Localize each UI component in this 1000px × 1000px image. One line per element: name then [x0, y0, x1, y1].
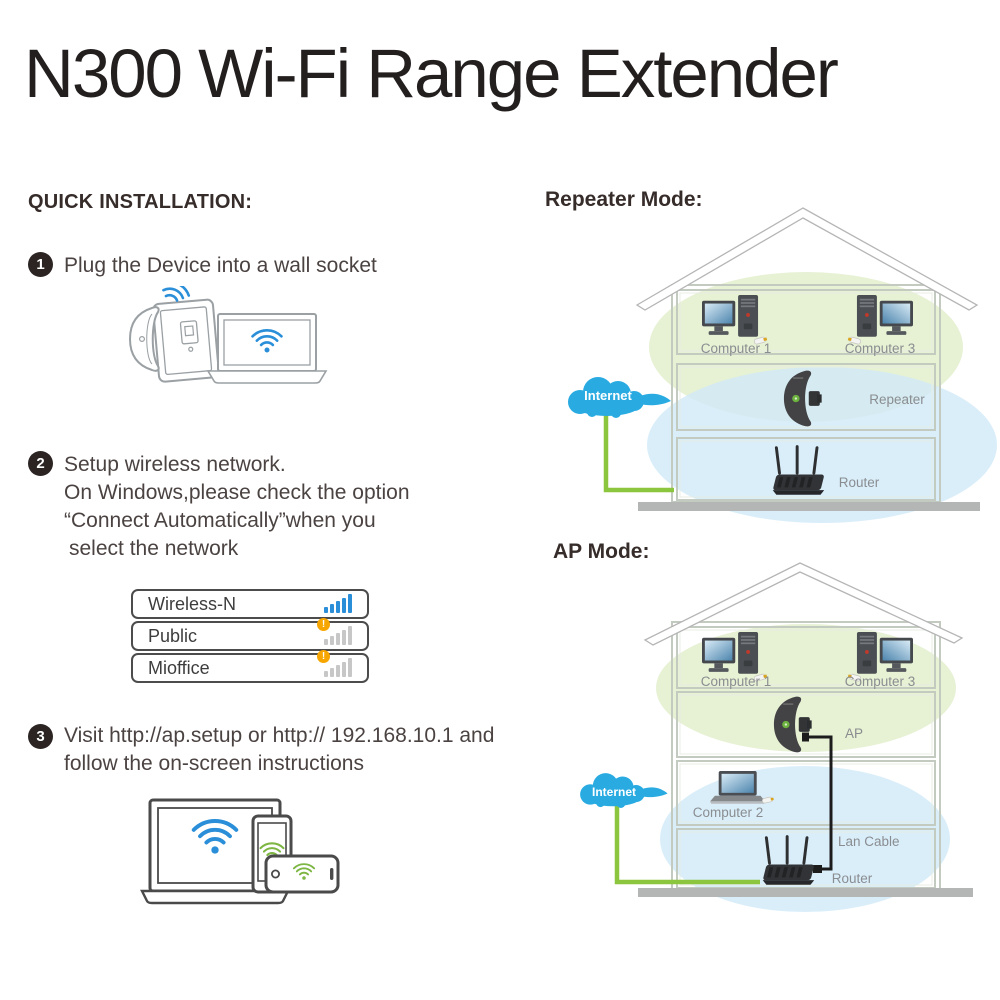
repeater-mode-heading: Repeater Mode:: [545, 188, 703, 211]
step-2-badge: 2: [28, 451, 53, 476]
house-structure: [671, 621, 941, 890]
step-3-line-2: follow the on-screen instructions: [64, 752, 364, 775]
step-2-line-2: On Windows,please check the option: [64, 481, 410, 504]
alert-icon: !: [317, 650, 330, 663]
roof: [643, 562, 964, 646]
signal-strength-icon: [324, 594, 354, 613]
repeater-mode-diagram: Internet Computer 1 Computer 3 Repeater …: [568, 207, 997, 523]
computer2-label: Computer 2: [693, 805, 764, 820]
ap-label: AP: [845, 726, 863, 741]
step-3-line-1: Visit http://ap.setup or http:// 192.168…: [64, 724, 495, 747]
ground: [638, 888, 973, 897]
alert-icon: !: [317, 618, 330, 631]
step-2-number: 2: [36, 455, 45, 472]
network-row-mioffice: Mioffice !: [131, 650, 369, 683]
roof: [635, 207, 979, 311]
computer1-label: Computer 1: [701, 341, 772, 356]
internet-label: Internet: [584, 388, 632, 403]
lan-cable-label: Lan Cable: [838, 834, 900, 849]
network-name: Mioffice: [148, 658, 210, 678]
step-2-line-1: Setup wireless network.: [64, 453, 286, 476]
step-1-number: 1: [36, 256, 45, 273]
wall-socket-illustration: [128, 286, 328, 384]
ap-mode-heading: AP Mode:: [553, 540, 650, 563]
step-2-line-4: select the network: [69, 537, 239, 560]
router-label: Router: [832, 871, 873, 886]
step-3-text: Visit http://ap.setup or http:// 192.168…: [64, 722, 494, 778]
wall-socket-icon: [152, 298, 220, 383]
computer3-label: Computer 3: [845, 674, 916, 689]
internet-cable: [614, 802, 760, 885]
network-list: Wireless-N Public ! Mioffice !: [131, 589, 369, 685]
step-3-badge: 3: [28, 724, 53, 749]
network-row-wireless-n: Wireless-N: [131, 589, 369, 619]
ap-mode-diagram: Internet Computer 1 Computer 3 AP Comput…: [580, 562, 973, 912]
step-3-number: 3: [36, 728, 45, 745]
step-1-text: Plug the Device into a wall socket: [64, 254, 377, 277]
devices-illustration: [140, 798, 340, 905]
internet-cable: [603, 408, 674, 493]
router-label: Router: [839, 475, 880, 490]
step-1-badge: 1: [28, 252, 53, 277]
extender-outline-icon: [128, 306, 160, 372]
quick-installation-heading: QUICK INSTALLATION:: [28, 191, 253, 213]
ground: [638, 502, 980, 511]
network-row-public: Public !: [131, 618, 369, 651]
signal-strength-icon: !: [317, 650, 354, 677]
lan-cable: [802, 732, 833, 873]
repeater-label: Repeater: [869, 392, 925, 407]
computer1-label: Computer 1: [701, 674, 772, 689]
wifi-coverage-blue: [647, 367, 997, 523]
page-title: N300 Wi-Fi Range Extender: [24, 35, 839, 112]
house-structure: [671, 284, 941, 503]
computer3-label: Computer 3: [845, 341, 916, 356]
step-2-line-3: “Connect Automatically”when you: [64, 509, 376, 532]
internet-label: Internet: [592, 785, 636, 799]
network-name: Wireless-N: [148, 594, 236, 614]
network-name: Public: [148, 626, 198, 646]
signal-strength-icon: !: [317, 618, 354, 645]
step-2-text: Setup wireless network. On Windows,pleas…: [64, 451, 410, 563]
